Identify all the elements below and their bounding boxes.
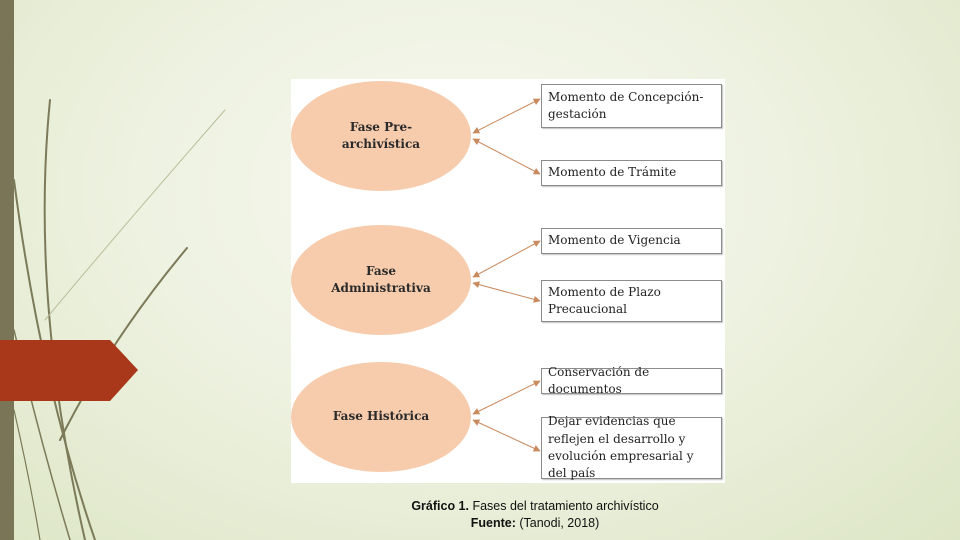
- caption-title-line: Gráfico 1. Fases del tratamiento archiví…: [360, 498, 710, 515]
- moment-vigencia: Momento de Vigencia: [541, 228, 722, 254]
- arrow-3a: [473, 381, 540, 414]
- moment-plazo-precaucional: Momento de Plazo Precaucional: [541, 280, 722, 322]
- phase-pre-archivistica: Fase Pre-archivística: [291, 81, 471, 191]
- figure-caption: Gráfico 1. Fases del tratamiento archiví…: [360, 498, 710, 532]
- phase-historica: Fase Histórica: [291, 362, 471, 472]
- moment-dejar-evidencias: Dejar evidencias que reflejen el desarro…: [541, 417, 722, 479]
- arrow-3b: [473, 420, 540, 451]
- red-accent-tab: [0, 340, 138, 401]
- caption-source-line: Fuente: (Tanodi, 2018): [360, 515, 710, 532]
- diagram-figure: Fase Pre-archivística Fase Administrativ…: [291, 79, 725, 483]
- arrow-2a: [473, 241, 540, 277]
- arrow-1b: [473, 139, 540, 174]
- moment-concepcion-gestacion: Momento de Concepción-gestación: [541, 84, 722, 128]
- arrow-1a: [473, 99, 540, 133]
- phase-administrativa: Fase Administrativa: [291, 225, 471, 335]
- moment-tramite: Momento de Trámite: [541, 160, 722, 186]
- moment-conservacion: Conservación de documentos: [541, 368, 722, 394]
- arrow-2b: [473, 283, 540, 301]
